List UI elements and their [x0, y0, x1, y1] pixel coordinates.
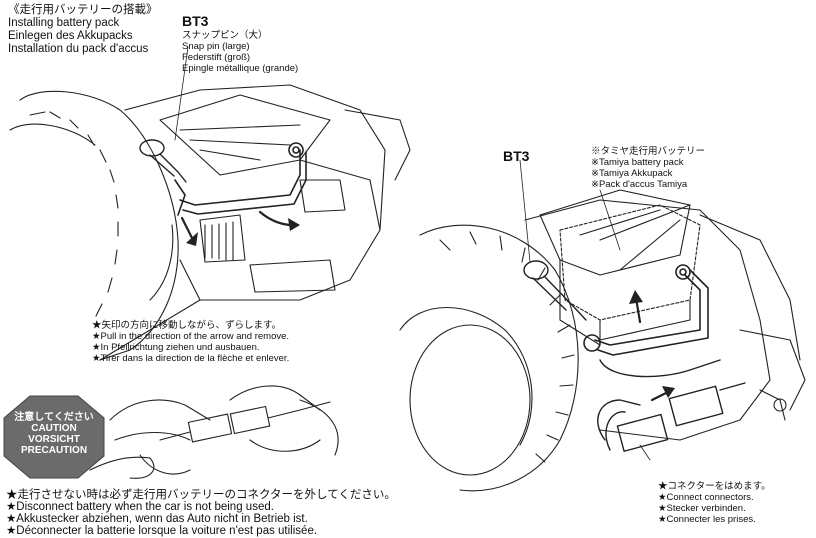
part-name-jp: スナップピン（大） [182, 30, 268, 41]
title-jp: 《走行用バッテリーの搭載》 [8, 4, 158, 16]
caution-jp: 注意してください [14, 412, 94, 423]
right-snap-pin [523, 260, 587, 321]
title-de: Einlegen des Akkupacks [8, 30, 133, 42]
right-battery-pack [559, 204, 701, 341]
battery-note-de: ※Tamiya Akkupack [591, 168, 673, 179]
caution-de: VORSICHT [28, 434, 80, 445]
pull-jp: ★矢印の方向に移動しながら、ずらします。 [92, 320, 282, 331]
part-description: スナップピン（大） Snap pin (large) Federstift (g… [182, 30, 298, 74]
part-name-fr: Epingle métallique (grande) [182, 63, 299, 74]
warning-en: ★Disconnect battery when the car is not … [6, 501, 274, 513]
battery-note-jp: ※タミヤ走行用バッテリー [591, 146, 706, 157]
disconnect-hands-drawing [89, 385, 339, 479]
left-snap-pin [139, 139, 187, 183]
connect-fr: ★Connecter les prises. [658, 514, 756, 525]
pull-fr: ★Tirer dans la direction de la flèche et… [92, 353, 290, 364]
warning-fr: ★Déconnecter la batterie lorsque la voit… [6, 525, 318, 537]
battery-note-en: ※Tamiya battery pack [591, 157, 684, 168]
warning-jp: ★走行させない時は必ず走行用バッテリーのコネクターを外してください。 [6, 489, 396, 501]
caution-en: CAUTION [31, 423, 77, 434]
connect-instruction: ★コネクターをはめます。 ★Connect connectors. ★Steck… [658, 481, 771, 525]
left-tire-drawing [9, 90, 179, 361]
warning-de: ★Akkustecker abziehen, wenn das Auto nic… [6, 513, 308, 525]
right-arrows [634, 296, 670, 402]
title-fr: Installation du pack d'accus [8, 43, 149, 55]
right-tire-drawing [399, 224, 579, 492]
section-header: 《走行用バッテリーの搭載》 Installing battery pack Ei… [8, 4, 158, 56]
pull-de: ★In Pfeilrichtung ziehen und ausbauen. [92, 342, 260, 353]
left-battery-holder [174, 142, 307, 216]
pull-en: ★Pull in the direction of the arrow and … [92, 331, 290, 342]
part-name-en: Snap pin (large) [182, 41, 250, 52]
battery-pack-note: ※タミヤ走行用バッテリー ※Tamiya battery pack ※Tamiy… [591, 146, 705, 190]
connect-de: ★Stecker verbinden. [658, 503, 746, 514]
disconnect-warning: ★走行させない時は必ず走行用バッテリーのコネクターを外してください。 ★Disc… [6, 489, 396, 537]
battery-note-fr: ※Pack d'accus Tamiya [591, 179, 688, 190]
caution-badge: 注意してください CAUTION VORSICHT PRECAUTION [4, 412, 104, 456]
caution-octagon [3, 395, 105, 479]
part-code-label-right: BT3 [503, 148, 530, 164]
caution-fr: PRECAUTION [20, 445, 88, 456]
right-connectors [597, 359, 746, 452]
connect-jp: ★コネクターをはめます。 [658, 481, 771, 492]
part-code-label: BT3 [182, 13, 209, 29]
part-name-de: Federstift (groß) [182, 52, 251, 63]
right-battery-holder [583, 264, 709, 356]
title-en: Installing battery pack [8, 17, 120, 29]
pull-instruction: ★矢印の方向に移動しながら、ずらします。 ★Pull in the direct… [92, 320, 289, 364]
right-chassis-drawing [524, 189, 806, 441]
left-chassis-drawing [99, 84, 411, 361]
connect-en: ★Connect connectors. [658, 492, 754, 503]
